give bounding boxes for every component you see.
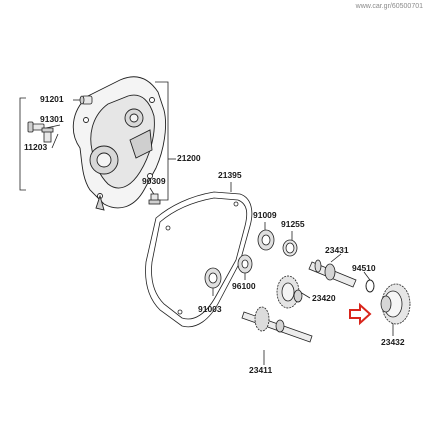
part-number-23432: 23432 xyxy=(381,337,405,347)
transmission-case-cover xyxy=(72,76,167,211)
part-number-91009: 91009 xyxy=(253,210,277,220)
bearing-large xyxy=(204,267,222,289)
part-number-21200: 21200 xyxy=(177,153,201,163)
bolt xyxy=(27,121,45,133)
part-number-23411: 23411 xyxy=(249,365,273,375)
part-number-11203: 11203 xyxy=(24,142,48,152)
left-bracket xyxy=(19,97,26,191)
leader-94510 xyxy=(363,271,371,281)
leader-23431 xyxy=(330,253,342,263)
part-number-90309: 90309 xyxy=(142,176,166,186)
bearing xyxy=(257,229,275,251)
drive-shaft xyxy=(241,306,313,343)
part-number-96100: 96100 xyxy=(232,281,256,291)
right-arrow-icon xyxy=(349,302,372,326)
right-bracket xyxy=(155,81,169,201)
bearing-small xyxy=(237,254,253,274)
part-number-23431: 23431 xyxy=(325,245,349,255)
part-number-21395: 21395 xyxy=(218,170,242,180)
oil-seal xyxy=(282,239,298,257)
part-number-91255: 91255 xyxy=(281,219,305,229)
part-number-91301: 91301 xyxy=(40,114,64,124)
counter-shaft xyxy=(308,259,357,288)
part-number-23420: 23420 xyxy=(312,293,336,303)
intermediate-gear xyxy=(276,275,303,309)
part-number-94510: 94510 xyxy=(352,263,376,273)
final-gear xyxy=(380,283,411,325)
drain-bolt xyxy=(148,193,161,205)
circlip xyxy=(365,279,375,293)
dowel-pin xyxy=(79,95,93,105)
watermark-credit: www.car.gr/60500701 xyxy=(355,3,423,10)
part-number-91003: 91003 xyxy=(198,304,222,314)
leader-91301 xyxy=(45,124,61,129)
leader-lines xyxy=(19,81,394,365)
leader-11203 xyxy=(51,133,59,149)
part-number-91201: 91201 xyxy=(40,94,64,104)
hex-bolt xyxy=(41,127,54,143)
